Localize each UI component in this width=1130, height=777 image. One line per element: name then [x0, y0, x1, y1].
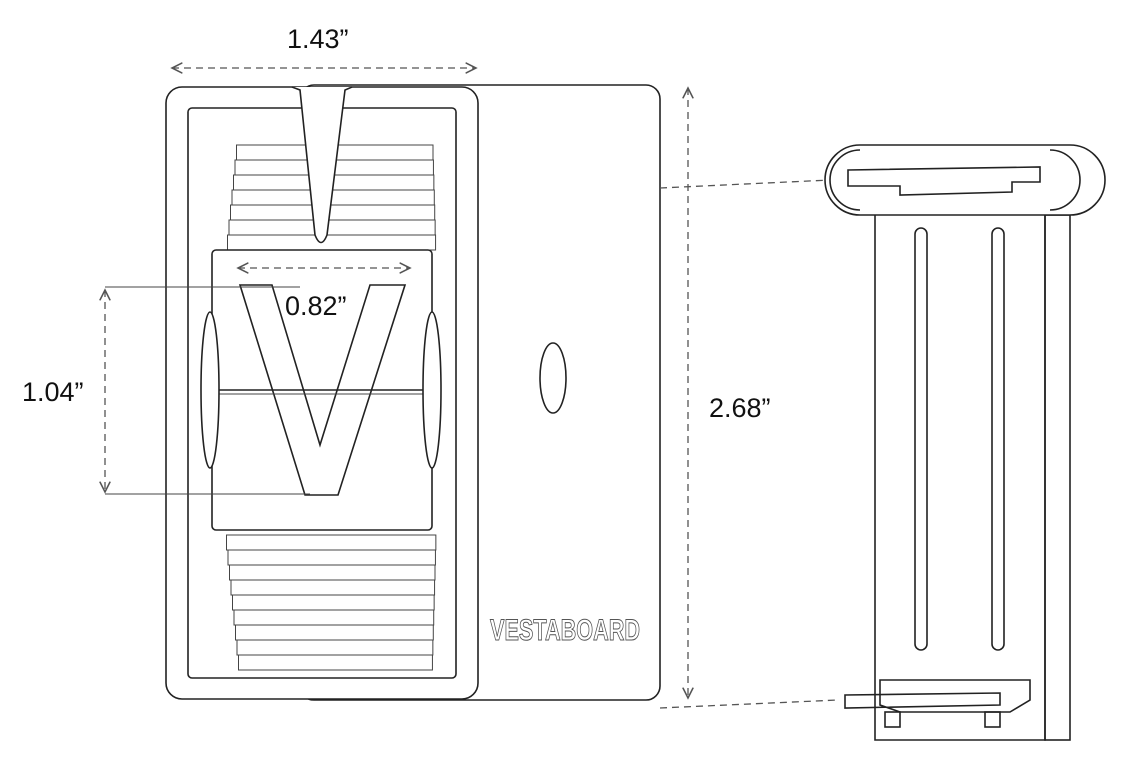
char-width-label: 0.82”: [285, 291, 347, 321]
vestaboard-logo: VESTABOARD: [490, 614, 640, 647]
char-height-label: 1.04”: [22, 377, 84, 407]
flap-edge: [238, 654, 433, 671]
top-mechanism: [847, 166, 1041, 196]
right-hub: [422, 311, 442, 469]
bottom-mechanism: [879, 679, 1031, 713]
side-body: [874, 215, 1046, 741]
side-view: [824, 144, 1106, 741]
right-slot: [991, 227, 1005, 651]
flap-letter-v: [238, 284, 407, 496]
front-view: VESTABOARD: [165, 84, 661, 701]
side-rail: [1044, 214, 1071, 741]
left-slot: [914, 227, 928, 651]
width-label: 1.43”: [287, 24, 349, 54]
mount-hole: [539, 342, 567, 414]
height-label: 2.68”: [709, 393, 771, 423]
flap-pointer: [291, 86, 353, 244]
top-drum: [824, 144, 1106, 216]
stacked-flaps: [226, 144, 437, 671]
left-hub: [200, 311, 220, 469]
